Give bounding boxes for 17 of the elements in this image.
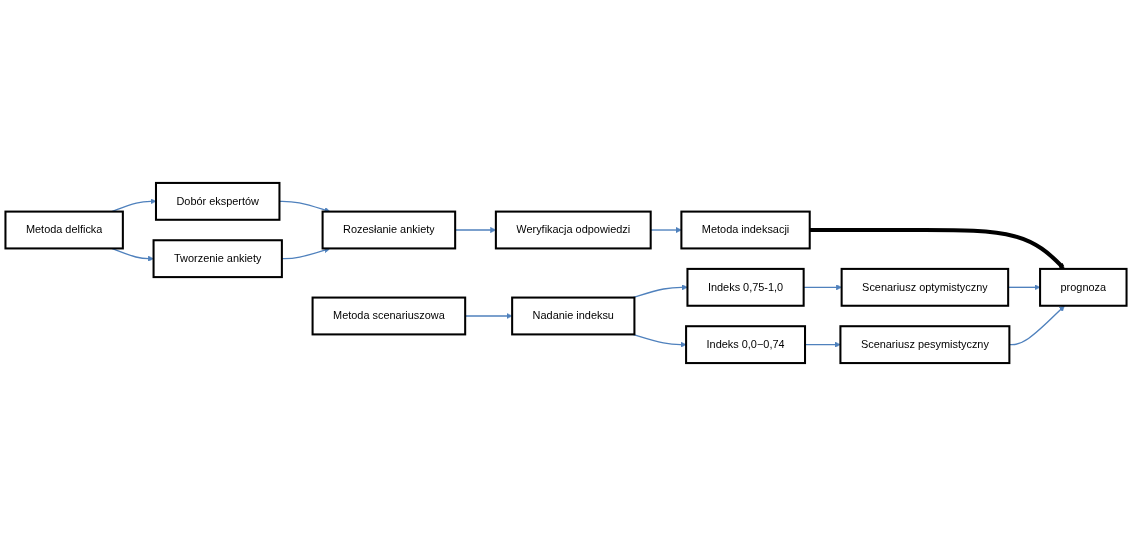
node-box: Metoda delficka <box>4 210 124 250</box>
node-box: Weryfikacja odpowiedzi <box>494 210 652 250</box>
node-box: Dobór ekspertów <box>154 181 281 221</box>
node-box: Indeks 0,75-1,0 <box>686 267 805 307</box>
arrow <box>281 247 331 260</box>
node-box: Scenariusz optymistyczny <box>840 267 1010 307</box>
node-box: Scenariusz pesymistyczny <box>839 325 1011 365</box>
node-box: prognoza <box>1039 267 1128 307</box>
node-box: Nadanie indeksu <box>511 296 636 336</box>
node-box: Tworzenie ankiety <box>152 239 283 279</box>
arrow <box>632 284 688 299</box>
node-box: Metoda scenariuszowa <box>311 296 467 336</box>
arrow <box>650 227 682 233</box>
arrow <box>632 333 687 348</box>
node-box: Rozesłanie ankiety <box>321 210 457 250</box>
node-box: Metoda indeksacji <box>680 210 811 250</box>
node-box: Indeks 0,0−0,74 <box>685 325 807 365</box>
